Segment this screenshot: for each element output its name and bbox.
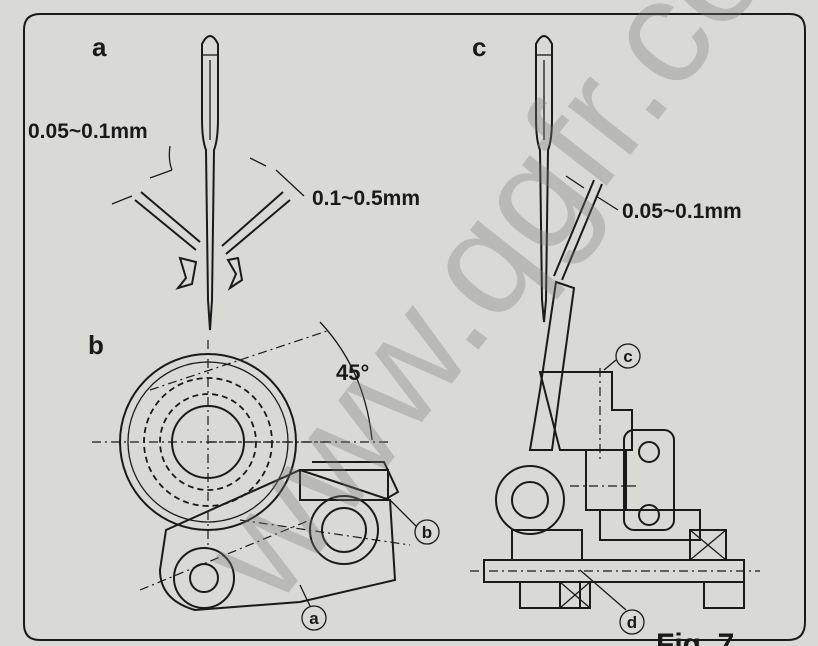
needle-c (535, 35, 553, 323)
angle-label-b: 45° (336, 360, 369, 385)
figure-frame (23, 13, 806, 641)
dimension-label-c: 0.05~0.1mm (622, 200, 742, 223)
panel-label-b: b (88, 330, 104, 360)
marker-c: c (603, 343, 641, 371)
hooks-a (134, 191, 291, 291)
dimension-label-a-left: 0.05~0.1mm (28, 120, 148, 143)
hook-arm-c (470, 175, 760, 609)
figure-label: Fig. 7 (656, 628, 734, 646)
cam-assembly-b (92, 321, 411, 612)
svg-text:a: a (309, 609, 319, 628)
marker-b: b (389, 499, 440, 545)
watermark-text: www.qgfr.co (167, 0, 798, 630)
needle-a (201, 35, 219, 331)
dimension-arrows-a (111, 145, 305, 205)
dimension-label-a-right: 0.1~0.5mm (312, 187, 420, 210)
svg-text:b: b (422, 523, 432, 542)
panel-label-a: a (92, 32, 107, 62)
panel-label-c: c (472, 32, 486, 62)
svg-text:d: d (627, 613, 637, 632)
svg-text:c: c (623, 347, 632, 366)
marker-a: a (299, 584, 327, 631)
marker-d: d (579, 569, 645, 635)
